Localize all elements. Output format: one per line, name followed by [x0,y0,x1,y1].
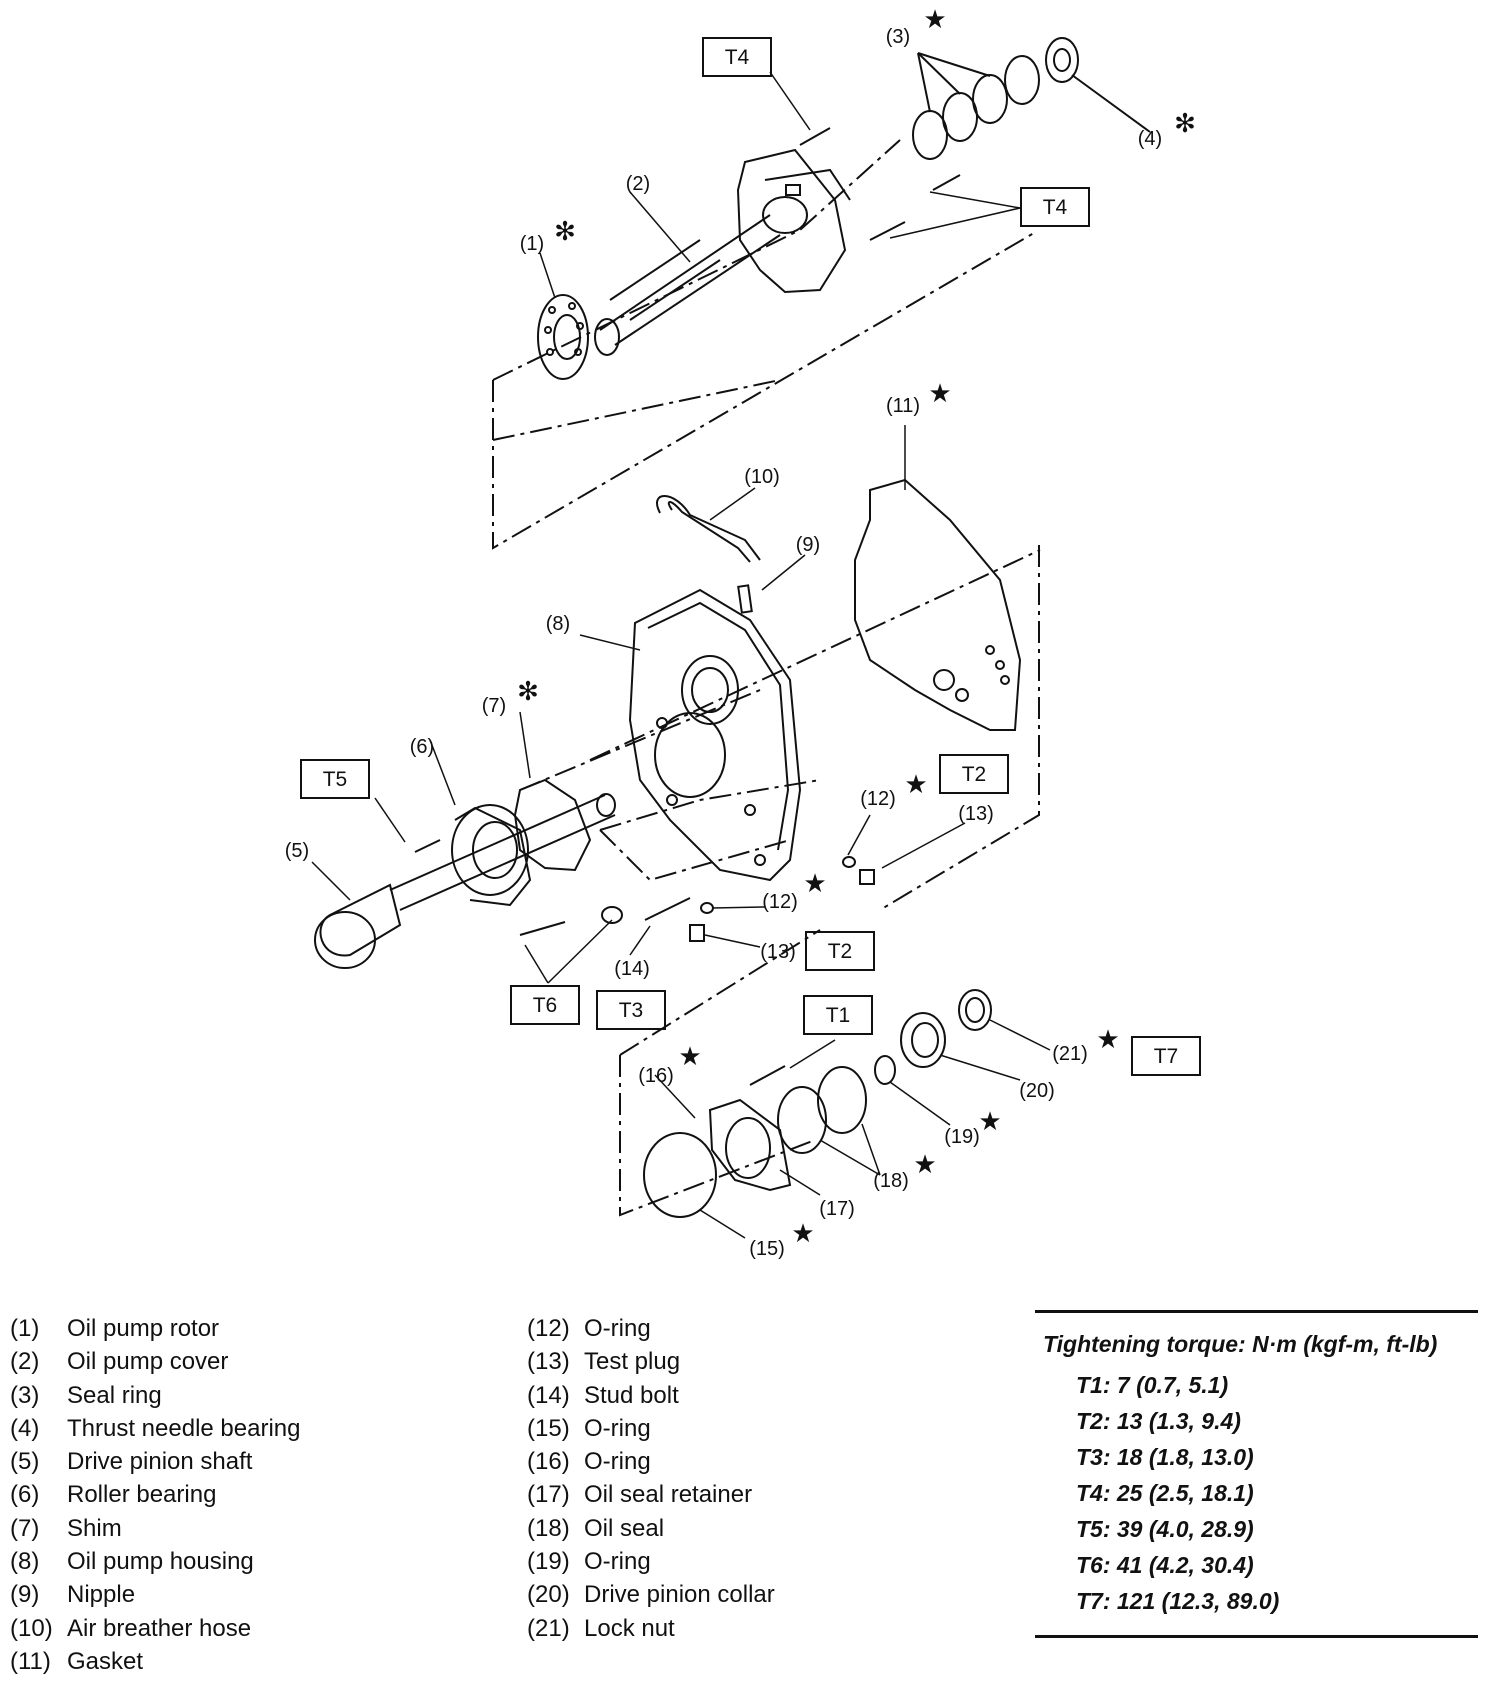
legend-item: (19)O-ring [527,1548,651,1576]
tag-boxes [300,37,1201,1076]
callout-8: (8) [546,613,570,635]
callout-1: (1) [520,233,544,255]
tag-t2-lower: T2 [828,940,853,963]
star-mark: ★ [913,1149,936,1179]
t4-bolts [799,127,961,241]
legend-item: (12)O-ring [527,1315,651,1342]
tag-t3: T3 [619,999,644,1022]
callout-15: (15) [749,1238,785,1260]
legend-item: (10)Air breather hose [10,1614,252,1642]
tag-t5: T5 [323,768,348,791]
legend-item: (15)O-ring [527,1414,651,1442]
drive-pinion-shaft-part [314,793,616,969]
star-mark: ★ [678,1041,701,1071]
callout-12a: (12) [860,788,896,810]
tag-t4-top: T4 [725,46,750,69]
star-mark: ★ [928,378,951,408]
oil-seals-part [777,1066,867,1154]
legend-item: (6)Roller bearing [10,1481,217,1509]
legend-item: (2)Oil pump cover [10,1348,229,1376]
legend-item: (5)Drive pinion shaft [10,1448,253,1476]
parts-legend-middle: (12)O-ring (13)Test plug (14)Stud bolt (… [527,1312,775,1645]
oil-seal-retainer-part [708,1098,792,1192]
legend-item: (20)Drive pinion collar [527,1581,775,1609]
drive-pinion-collar-part [900,1012,946,1068]
callout-3: (3) [886,26,910,48]
torque-row: T5: 39 (4.0, 28.9) [1076,1516,1254,1542]
callout-12b: (12) [762,891,798,913]
tag-t1: T1 [826,1004,851,1027]
legend-item: (16)O-ring [527,1448,651,1476]
torque-row: T4: 25 (2.5, 18.1) [1076,1480,1254,1506]
air-breather-hose-part [656,495,761,563]
oil-pump-cover-part [594,148,851,356]
legend-item: (14)Stud bolt [527,1381,679,1409]
t1-bolt [749,1065,786,1086]
torque-row: T2: 13 (1.3, 9.4) [1076,1408,1241,1434]
star-mark: ★ [1096,1024,1119,1054]
asterisk-mark: ✻ [1174,108,1196,138]
o-ring-15-part [643,1132,717,1218]
star-mark: ★ [923,4,946,34]
legend-item: (11)Gasket [10,1647,144,1675]
nipple-part [737,584,753,614]
legend-item: (18)Oil seal [527,1514,665,1542]
legend-item: (8)Oil pump housing [10,1548,254,1576]
legend-item: (7)Shim [10,1514,122,1542]
legend-item: (3)Seal ring [10,1381,162,1409]
callout-7: (7) [482,695,506,717]
roller-bearing-part [451,804,532,907]
callout-17: (17) [819,1198,855,1220]
lock-nut-part [958,989,992,1031]
seal-rings-part [912,52,1040,160]
legend-item: (4)Thrust needle bearing [10,1414,301,1442]
callout-20: (20) [1019,1080,1055,1102]
gasket-part [854,478,1022,731]
callout-11: (11) [886,395,920,417]
star-mark: ★ [978,1106,1001,1136]
exploded-parts-diagram: (1) (2) (3) (4) (5) (6) (7) (8) (9) (10)… [285,4,1201,1260]
callout-19: (19) [944,1126,980,1148]
tag-t7: T7 [1154,1045,1179,1068]
oil-pump-housing-part [628,588,802,882]
legend-item: (1)Oil pump rotor [10,1315,220,1342]
tag-t6: T6 [533,994,558,1017]
tag-t2-upper: T2 [962,763,987,786]
star-mark: ★ [803,868,826,898]
shim-part [513,778,592,872]
callout-5: (5) [285,840,309,862]
callout-10: (10) [744,466,780,488]
callout-2: (2) [626,173,650,195]
o-ring-19-part [874,1055,896,1085]
oil-pump-rotor-part [537,294,589,380]
tightening-torque-table: Tightening torque: N·m (kgf-m, ft-lb) T1… [1035,1310,1478,1638]
torque-row: T6: 41 (4.2, 30.4) [1076,1552,1254,1578]
asterisk-mark: ✻ [554,216,576,246]
thrust-bearing-part [1045,37,1151,133]
legend-item: (21)Lock nut [527,1614,675,1642]
star-mark: ★ [791,1218,814,1248]
parts-legend-left: (1)Oil pump rotor (2)Oil pump cover (3)S… [10,1312,300,1678]
callout-18: (18) [873,1170,909,1192]
torque-row: T3: 18 (1.8, 13.0) [1076,1444,1254,1470]
legend-item: (9)Nipple [10,1581,136,1609]
callout-4: (4) [1138,128,1162,150]
leader-lines [311,71,1051,1239]
star-mark: ★ [904,769,927,799]
callout-16: (16) [638,1065,674,1087]
callout-9: (9) [796,534,820,556]
callout-13a: (13) [958,803,994,825]
legend-item: (17)Oil seal retainer [527,1481,753,1509]
callout-6: (6) [410,736,434,758]
torque-row: T7: 121 (12.3, 89.0) [1076,1588,1280,1614]
torque-table-title: Tightening torque: N·m (kgf-m, ft-lb) [1043,1331,1438,1357]
tag-t4-right: T4 [1043,196,1068,219]
torque-row: T1: 7 (0.7, 5.1) [1076,1372,1229,1398]
callout-21: (21) [1052,1043,1088,1065]
legend-item: (13)Test plug [527,1348,681,1376]
assembly-boundary-lines [492,139,1041,1217]
callout-14: (14) [614,958,650,980]
asterisk-mark: ✻ [517,676,539,706]
callout-13b: (13) [760,941,796,963]
